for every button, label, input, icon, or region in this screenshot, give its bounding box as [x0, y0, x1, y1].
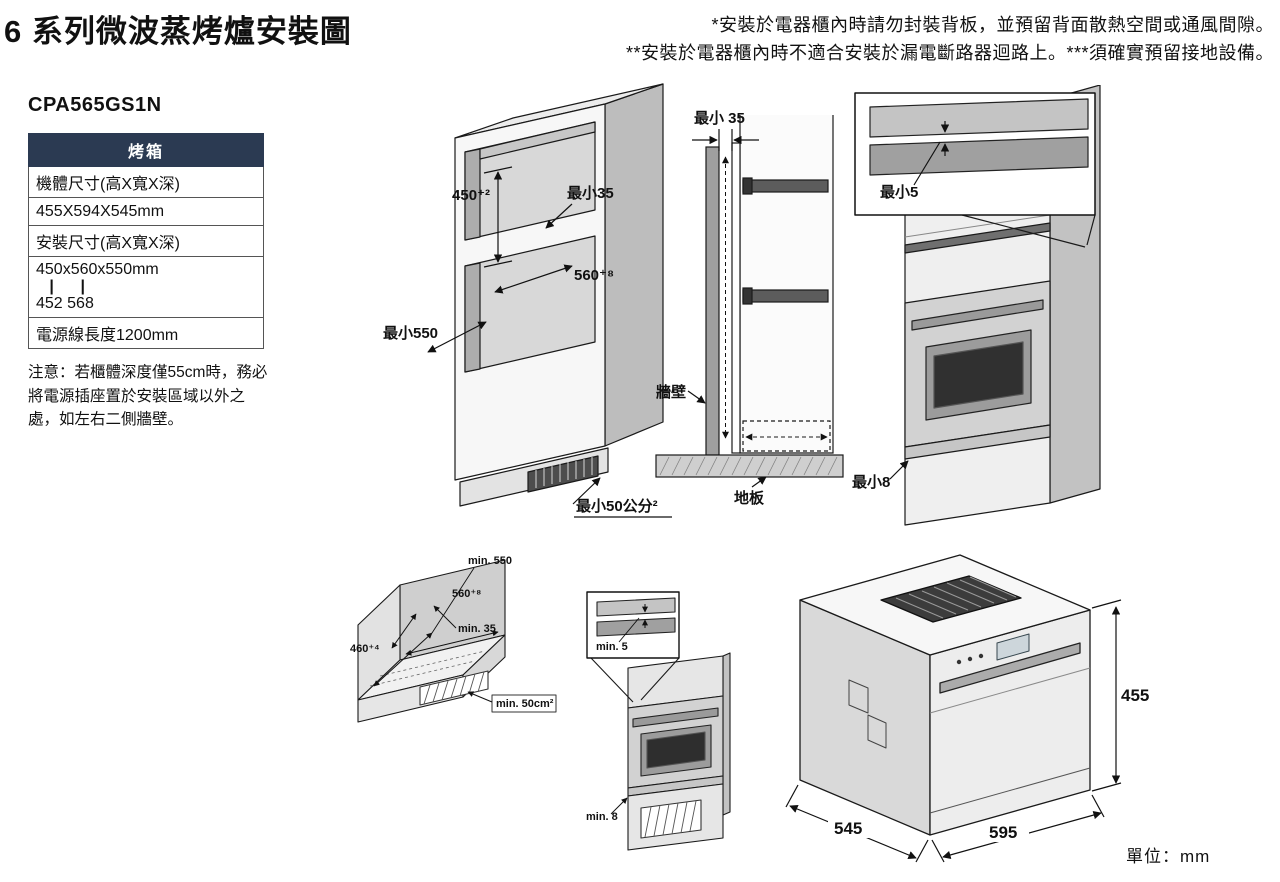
niche-dimensions	[373, 567, 499, 703]
dim-label-min5-detail: min. 5	[596, 641, 628, 653]
side-section-dimensions	[687, 129, 767, 488]
page-title: 6 系列微波蒸烤爐安裝圖	[4, 14, 352, 49]
detail-drawing	[586, 591, 731, 851]
side-section-drawing	[655, 115, 844, 478]
dim-label-min35-top: 最小35	[567, 184, 614, 202]
unit-label: 單位：mm	[1126, 847, 1211, 866]
dim-label-min8-detail: min. 8	[586, 811, 618, 823]
dim-label-depth-545: 545	[834, 819, 862, 838]
header-notes: *安裝於電器櫃內時請勿封裝背板，並預留背面散熱空間或通風間隙。 **安裝於電器櫃…	[626, 12, 1274, 68]
spec-table: 烤箱 機體尺寸(高X寬X深) 455X594X545mm 安裝尺寸(高X寬X深)…	[28, 133, 264, 350]
detail-dimensions	[610, 604, 648, 815]
spec-row-install-dims-value: 450x560x550mm | | 452 568	[28, 255, 264, 319]
dim-label-560: 560⁺⁸	[574, 267, 614, 284]
dim-label-450: 450⁺²	[452, 187, 490, 204]
dim-label-min550-niche: min. 550	[468, 555, 512, 567]
diagram-tall-cabinet: 450⁺² 最小35 560⁺⁸ 最小550 最小50公分²	[383, 83, 672, 518]
diagram-installed-oven: 最小5 最小8	[852, 85, 1101, 526]
dim-label-460: 460⁺⁴	[350, 643, 380, 655]
install-dims-tolerance: 452 568	[36, 295, 94, 313]
install-dims-line: 450x560x550mm	[36, 261, 159, 278]
dim-label-min550: 最小550	[383, 324, 438, 342]
note-line-2: **安裝於電器櫃內時不適合安裝於漏電斷路器迴路上。***須確實預留接地設備。	[625, 42, 1274, 63]
tall-cabinet-drawing	[454, 83, 664, 507]
dim-label-min8: 最小8	[852, 473, 890, 491]
dim-label-height-455: 455	[1121, 686, 1149, 705]
installed-column-dimensions	[889, 121, 950, 480]
tall-cabinet-dimensions	[427, 166, 672, 518]
spec-row-body-dims-label: 機體尺寸(高X寬X深)	[28, 166, 264, 198]
diagram-side-section: 最小 35 牆壁 地板	[655, 109, 844, 507]
caution-note: 注意：若櫃體深度僅55cm時，務必將電源插座置於安裝區域以外之處，如左右二側牆壁…	[28, 364, 268, 428]
model-number: CPA565GS1N	[28, 94, 162, 116]
spec-row-install-dims-label: 安裝尺寸(高X寬X深)	[28, 225, 264, 257]
spec-row-body-dims-value: 455X594X545mm	[28, 197, 264, 226]
note-line-1: *安裝於電器櫃內時請勿封裝背板，並預留背面散熱空間或通風間隙。	[711, 15, 1274, 35]
oven-drawing	[799, 554, 1091, 836]
dim-label-vent-area: 最小50公分²	[576, 497, 658, 515]
diagram-detail: min. 5 min. 8	[586, 591, 731, 851]
spec-row-power-cord: 電源線長度1200mm	[28, 317, 264, 350]
installed-column-drawing	[854, 85, 1101, 526]
floor-label: 地板	[734, 489, 765, 507]
spec-panel: CPA565GS1N 烤箱 機體尺寸(高X寬X深) 455X594X545mm …	[28, 94, 268, 447]
diagram-oven: 455 545 595	[785, 554, 1149, 863]
wall-label: 牆壁	[656, 383, 686, 401]
dim-label-min5: 最小5	[880, 183, 918, 201]
dim-label-560-niche: 560⁺⁸	[452, 588, 481, 600]
install-dims-ticks: | |	[36, 278, 85, 295]
diagram-niche: min. 550 560⁺⁸ min. 35 460⁺⁴ min. 50cm²	[350, 555, 557, 723]
spec-table-header: 烤箱	[28, 133, 264, 167]
dim-label-vent-area-niche: min. 50cm²	[496, 698, 554, 710]
dim-label-min35-niche: min. 35	[458, 623, 496, 635]
dim-label-width-595: 595	[989, 823, 1017, 842]
dim-label-back-gap: 最小 35	[694, 109, 745, 127]
